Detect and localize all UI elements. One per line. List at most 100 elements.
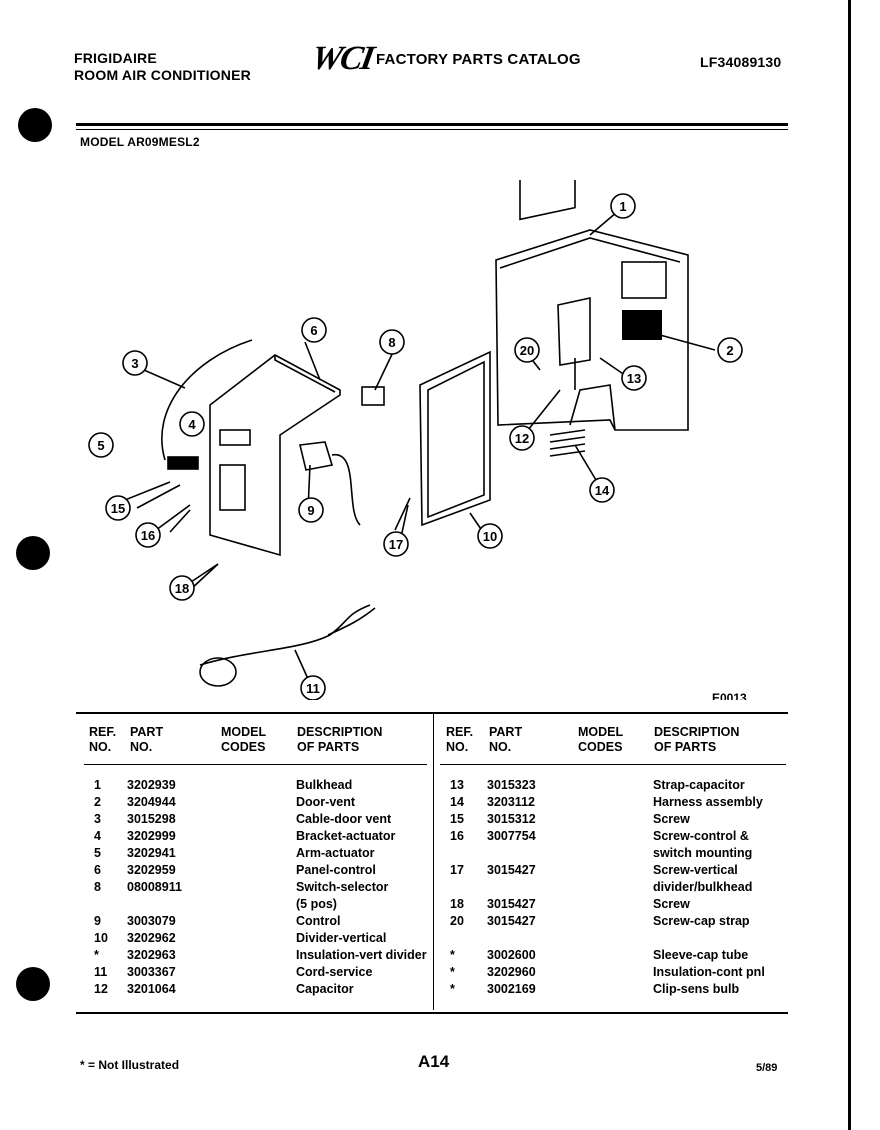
page-number: A14 bbox=[418, 1052, 450, 1071]
revision-date: 5/89 bbox=[756, 1062, 778, 1074]
bulkhead-drawing bbox=[495, 180, 689, 431]
table-cell-part: 3015312 bbox=[487, 812, 536, 826]
bracket-drawing bbox=[167, 456, 199, 470]
table-cell-part: 3003367 bbox=[127, 965, 176, 979]
callout-20: 20 bbox=[514, 337, 540, 363]
table-cell-desc: Strap-capacitor bbox=[653, 778, 745, 792]
table-cell-ref: 16 bbox=[450, 829, 464, 843]
table-cell-desc: Screw bbox=[653, 897, 690, 911]
table-top-rule bbox=[76, 712, 788, 714]
header-rule-thin bbox=[76, 129, 788, 130]
table-cell-ref: 15 bbox=[450, 812, 464, 826]
table-cell-desc: Harness assembly bbox=[653, 795, 763, 809]
callout-18: 18 bbox=[169, 575, 195, 601]
callout-9: 9 bbox=[298, 497, 324, 523]
table-cell-desc: Control bbox=[296, 914, 341, 928]
callout-4: 4 bbox=[179, 411, 205, 437]
table-cell-part: 08008911 bbox=[127, 880, 182, 894]
table-cell-desc: Door-vent bbox=[296, 795, 356, 809]
table-cell-desc: switch mounting bbox=[653, 846, 753, 860]
callout-12: 12 bbox=[509, 425, 535, 451]
svg-text:12: 12 bbox=[515, 431, 529, 446]
table-cell-desc: Capacitor bbox=[296, 982, 354, 996]
table-cell-ref: 12 bbox=[94, 982, 108, 996]
punch-hole-top bbox=[18, 108, 52, 142]
wci-logo: WCI bbox=[308, 40, 376, 77]
table-cell-part: 3202963 bbox=[127, 948, 176, 962]
header-underline-right bbox=[440, 764, 786, 765]
table-cell-ref: 14 bbox=[450, 795, 464, 809]
table-cell-desc: Divider-vertical bbox=[296, 931, 387, 945]
svg-text:20: 20 bbox=[520, 343, 534, 358]
callout-10: 10 bbox=[477, 523, 503, 549]
table-cell-part: 3202959 bbox=[127, 863, 176, 877]
table-cell-ref: 4 bbox=[94, 829, 101, 843]
callout-3: 3 bbox=[122, 350, 148, 376]
table-cell-desc: Clip-sens bulb bbox=[653, 982, 740, 996]
svg-text:1: 1 bbox=[619, 199, 626, 214]
table-cell-ref: * bbox=[450, 982, 455, 996]
table-cell-desc: Switch-selector bbox=[296, 880, 389, 894]
table-cell-part: 3003079 bbox=[127, 914, 176, 928]
table-cell-ref: 20 bbox=[450, 914, 464, 928]
svg-text:16: 16 bbox=[141, 528, 155, 543]
service-cord-drawing bbox=[199, 604, 371, 666]
callout-8: 8 bbox=[379, 329, 405, 355]
table-cell-desc: Insulation-vert divider bbox=[296, 948, 427, 962]
table-cell-ref: 11 bbox=[94, 965, 108, 979]
svg-text:2: 2 bbox=[726, 343, 733, 358]
table-cell-ref: * bbox=[94, 948, 99, 962]
table-cell-part: 3202962 bbox=[127, 931, 176, 945]
table-cell-part: 3201064 bbox=[127, 982, 176, 996]
table-cell-part: 3202939 bbox=[127, 778, 176, 792]
svg-text:3: 3 bbox=[131, 356, 138, 371]
table-cell-part: 3015323 bbox=[487, 778, 536, 792]
table-cell-ref: * bbox=[450, 948, 455, 962]
selector-switch-drawing bbox=[361, 386, 385, 406]
table-cell-desc: Screw bbox=[653, 812, 690, 826]
diagram-code: E0013 bbox=[712, 691, 747, 700]
table-cell-ref: 10 bbox=[94, 931, 108, 945]
callout-17: 17 bbox=[383, 531, 409, 557]
table-cell-part: 3202960 bbox=[487, 965, 536, 979]
catalog-number: LF34089130 bbox=[700, 54, 782, 70]
table-cell-ref: * bbox=[450, 965, 455, 979]
table-cell-ref: 3 bbox=[94, 812, 101, 826]
header-ref-left: REF.NO. bbox=[89, 725, 117, 754]
table-cell-ref: 9 bbox=[94, 914, 101, 928]
table-cell-part: 3204944 bbox=[127, 795, 176, 809]
table-cell-ref: 13 bbox=[450, 778, 464, 792]
header-underline-left bbox=[84, 764, 427, 765]
control-drawing bbox=[299, 441, 334, 471]
control-panel-drawing bbox=[209, 354, 341, 557]
table-cell-ref: 18 bbox=[450, 897, 464, 911]
product-name: ROOM AIR CONDITIONER bbox=[74, 67, 251, 83]
svg-text:18: 18 bbox=[175, 581, 189, 596]
table-cell-part: 3002169 bbox=[487, 982, 536, 996]
table-cell-ref: 17 bbox=[450, 863, 464, 877]
punch-hole-middle bbox=[16, 536, 50, 570]
exploded-parts-diagram: 1 2 3 4 5 6 8 9 10 11 12 13 14 15 16 17 … bbox=[88, 180, 747, 700]
table-cell-ref: 1 bbox=[94, 778, 101, 792]
callout-14: 14 bbox=[589, 477, 615, 503]
table-cell-desc: Panel-control bbox=[296, 863, 376, 877]
table-cell-desc: Screw-vertical bbox=[653, 863, 738, 877]
table-center-divider bbox=[433, 714, 434, 1010]
svg-text:11: 11 bbox=[306, 681, 320, 696]
table-cell-part: 3203112 bbox=[487, 795, 535, 809]
svg-text:9: 9 bbox=[307, 503, 314, 518]
svg-text:13: 13 bbox=[627, 371, 641, 386]
header-rule-thick bbox=[76, 123, 788, 126]
harness-drawing bbox=[549, 429, 586, 457]
callout-1: 1 bbox=[610, 193, 636, 219]
table-cell-desc: Screw-control & bbox=[653, 829, 749, 843]
svg-text:8: 8 bbox=[388, 335, 395, 350]
table-cell-desc: Sleeve-cap tube bbox=[653, 948, 749, 962]
table-cell-part: 3007754 bbox=[487, 829, 536, 843]
